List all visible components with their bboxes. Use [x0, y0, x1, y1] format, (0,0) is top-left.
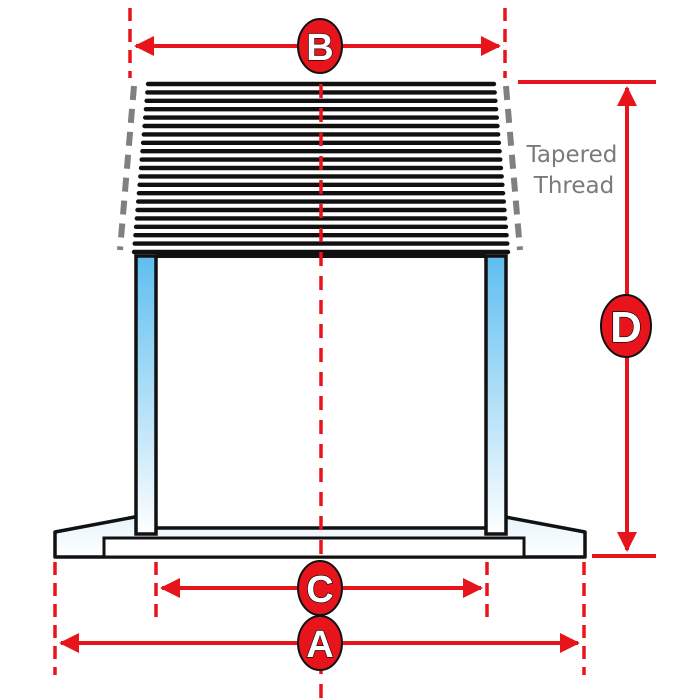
extension-lines [53, 8, 586, 675]
label-d: D [610, 303, 642, 352]
taper-guide-lines [117, 85, 523, 251]
badge-d: D [600, 294, 652, 358]
label-c: C [306, 569, 333, 611]
label-a: A [306, 624, 333, 666]
badge-b: B [297, 18, 343, 74]
d-extension-lines [518, 80, 656, 558]
note-line-2: Thread [533, 173, 614, 199]
note-line-1: Tapered [526, 142, 618, 168]
pipe-body [134, 254, 508, 536]
badge-a: A [297, 615, 343, 671]
tapered-thread-note: Tapered Thread [526, 142, 618, 199]
badge-c: C [297, 560, 343, 616]
label-b: B [306, 27, 333, 69]
